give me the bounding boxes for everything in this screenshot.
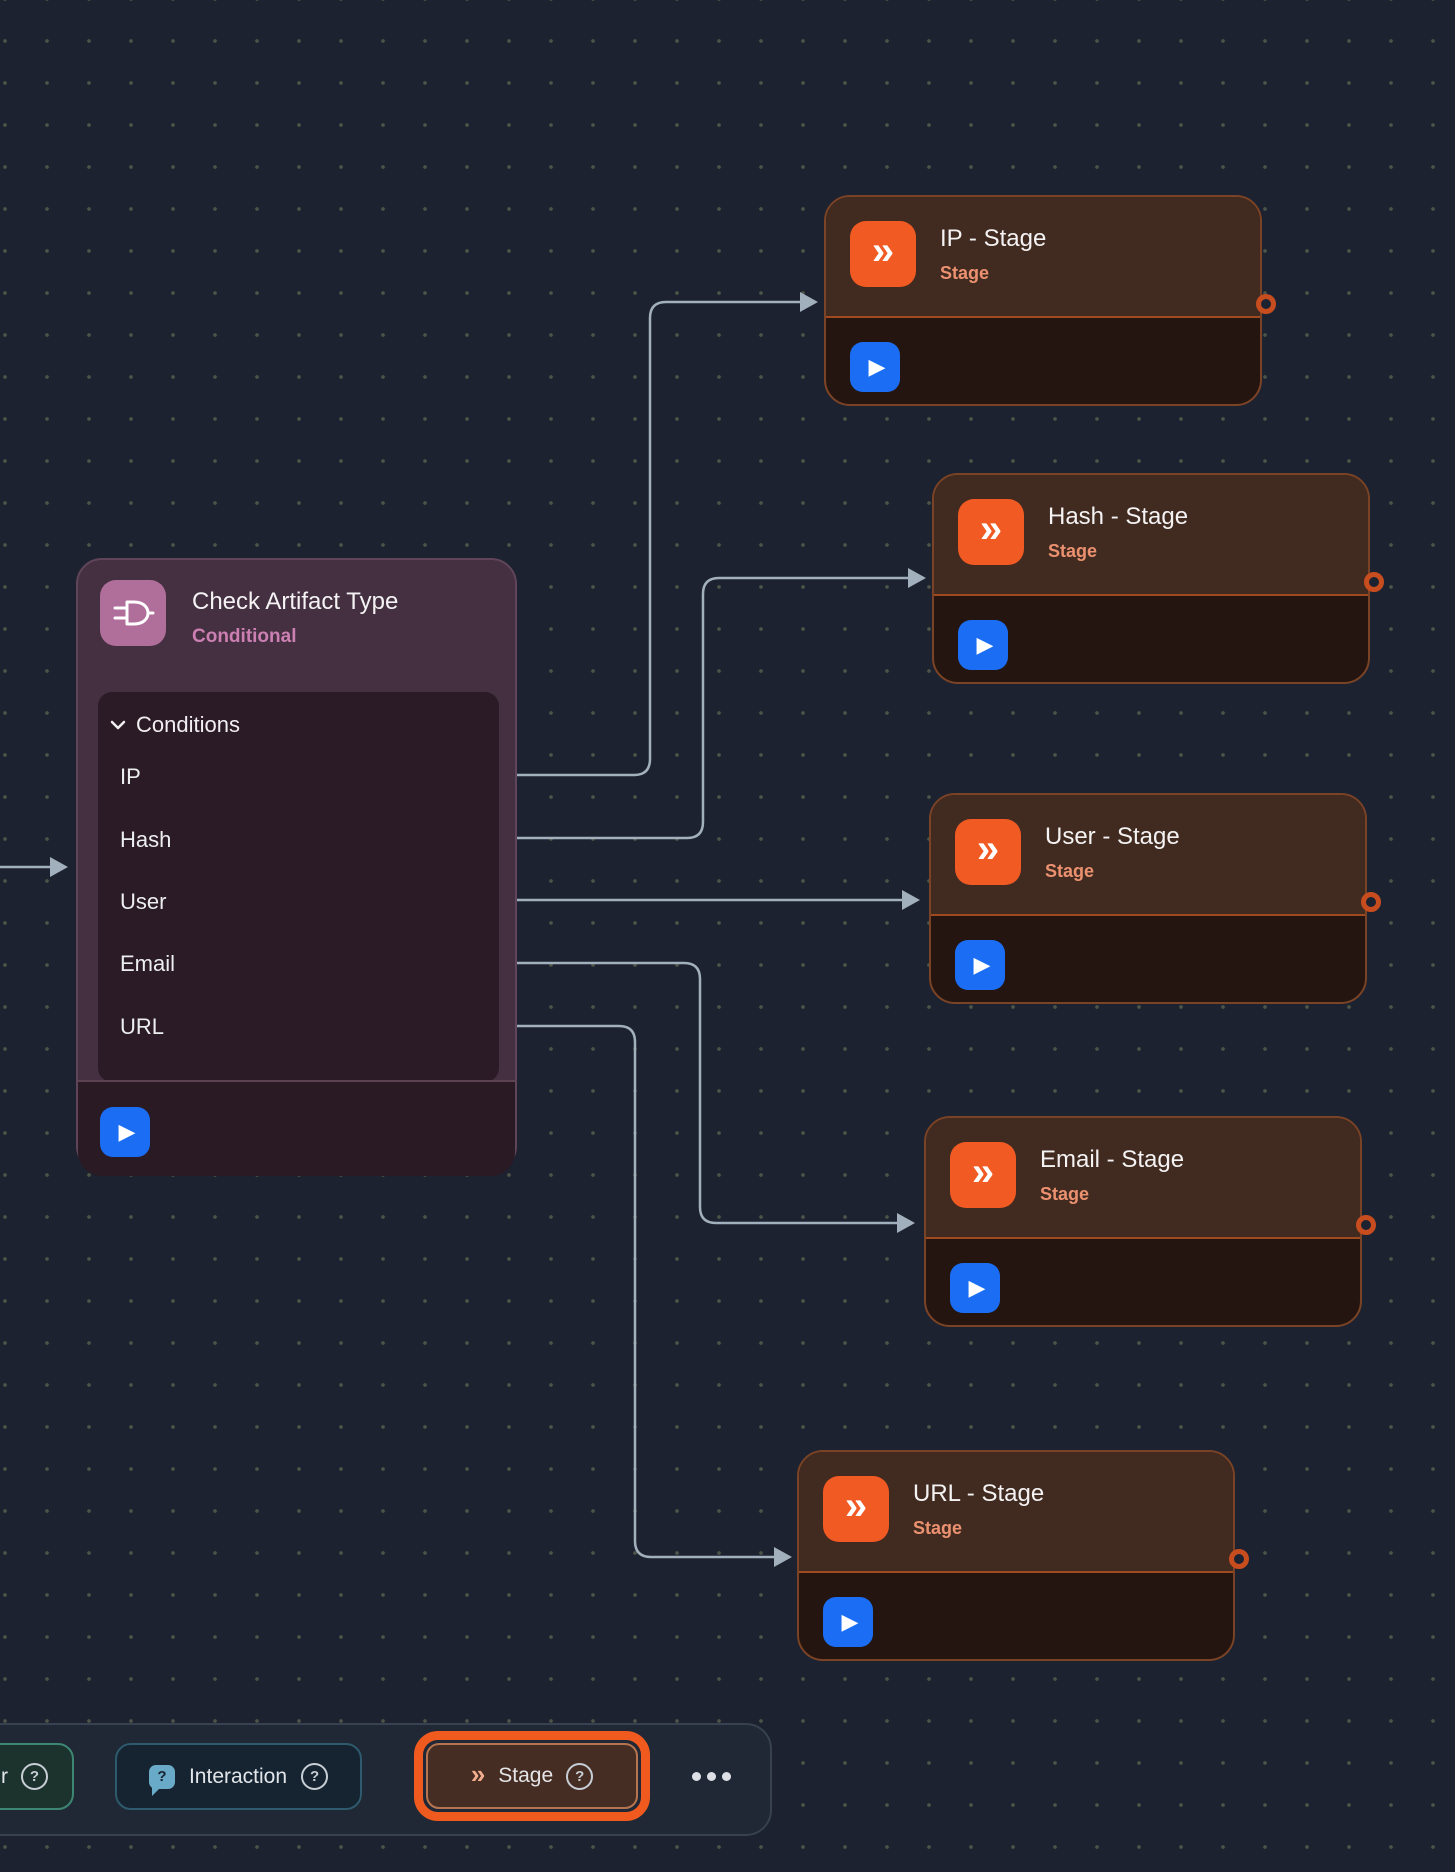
double-chevron-icon: » [844,1484,868,1528]
palette-button-label: Interaction [188,1764,288,1788]
double-chevron-icon: » [470,1759,486,1789]
palette-button-label: Stage [498,1764,554,1787]
double-chevron-icon: » [971,1150,995,1194]
play-icon: ▶ [973,952,991,977]
run-node-button[interactable]: ▶ [100,1107,150,1157]
palette-button-partial[interactable]: r ? [0,1743,74,1810]
edge-url [478,1024,774,1559]
node-title: User - Stage [1045,823,1180,850]
stage-node-ip[interactable]: » IP - Stage Stage ▶ [824,195,1276,406]
stage-icon: » [955,819,1021,885]
logic-gate-icon [100,580,166,646]
node-header [799,1452,1233,1573]
play-icon: ▶ [118,1119,136,1144]
node-type-label: Conditional [192,626,297,647]
arrowhead-email [897,1213,915,1233]
stage-icon: » [850,221,916,287]
output-port[interactable] [1361,892,1381,912]
arrowhead-hash [908,568,926,588]
output-port[interactable] [1364,572,1384,592]
run-node-button[interactable]: ▶ [823,1597,873,1647]
conditions-section-label: Conditions [136,712,240,737]
edge-ip [478,300,800,777]
play-icon: ▶ [968,1275,986,1300]
node-title: Hash - Stage [1048,503,1189,530]
run-node-button[interactable]: ▶ [955,940,1005,990]
run-node-button[interactable]: ▶ [958,620,1008,670]
output-port[interactable] [1229,1549,1249,1569]
stage-icon: » [950,1142,1016,1208]
arrowhead-ip [800,292,818,312]
arrowhead-url [774,1547,792,1567]
condition-row-ip[interactable]: IP [120,764,141,789]
palette-button-stage-selected[interactable]: » Stage ? [414,1731,650,1821]
node-type-label: Stage [1045,861,1095,881]
stage-node-email[interactable]: » Email - Stage Stage ▶ [924,1116,1376,1327]
stage-node-url[interactable]: » URL - Stage Stage ▶ [797,1450,1249,1661]
condition-row-email[interactable]: Email [120,951,176,976]
condition-row-url[interactable]: URL [120,1014,165,1039]
stage-icon: » [823,1476,889,1542]
edge-email [478,961,897,1225]
node-footer: ▶ [78,1080,515,1176]
node-title: Email - Stage [1040,1146,1185,1173]
double-chevron-icon: » [979,507,1003,551]
palette-button-label-fragment: r [1,1764,8,1788]
play-icon: ▶ [976,632,994,657]
output-port[interactable] [1256,294,1276,314]
edge-hash [478,576,908,840]
more-button[interactable] [680,1748,742,1804]
node-type-label: Stage [940,263,990,283]
stage-node-hash[interactable]: » Hash - Stage Stage ▶ [932,473,1384,684]
double-chevron-icon: » [976,827,1000,871]
chevron-down-icon [110,720,126,730]
arrowhead-user [902,890,920,910]
output-port[interactable] [1356,1215,1376,1235]
node-title: URL - Stage [913,1480,1045,1507]
ellipsis-icon [691,1771,701,1781]
node-type-label: Stage [913,1518,963,1538]
condition-row-hash[interactable]: Hash [120,827,172,852]
help-icon[interactable]: ? [566,1762,594,1790]
stage-node-user[interactable]: » User - Stage Stage ▶ [929,793,1381,1004]
speech-bubble-question-icon: ? [148,1764,175,1796]
node-title: Check Artifact Type [192,588,399,615]
stage-icon: » [958,499,1024,565]
conditional-node[interactable]: Check Artifact Type Conditional Conditio… [76,558,517,1176]
palette-button-interaction[interactable]: ? Interaction ? [115,1743,362,1810]
node-title: IP - Stage [940,225,1047,252]
play-icon: ▶ [868,354,886,379]
help-icon[interactable]: ? [301,1763,329,1790]
conditions-section-toggle[interactable]: Conditions [110,706,240,744]
help-icon[interactable]: ? [21,1763,48,1790]
node-type-label: Stage [1040,1184,1090,1204]
run-node-button[interactable]: ▶ [950,1263,1000,1313]
node-type-label: Stage [1048,541,1098,561]
arrowhead-incoming [50,857,68,877]
run-node-button[interactable]: ▶ [850,342,900,392]
conditions-panel: Conditions IP Hash User Email URL [98,692,499,1082]
condition-row-user[interactable]: User [120,889,167,914]
double-chevron-icon: » [871,229,895,273]
play-icon: ▶ [841,1609,859,1634]
